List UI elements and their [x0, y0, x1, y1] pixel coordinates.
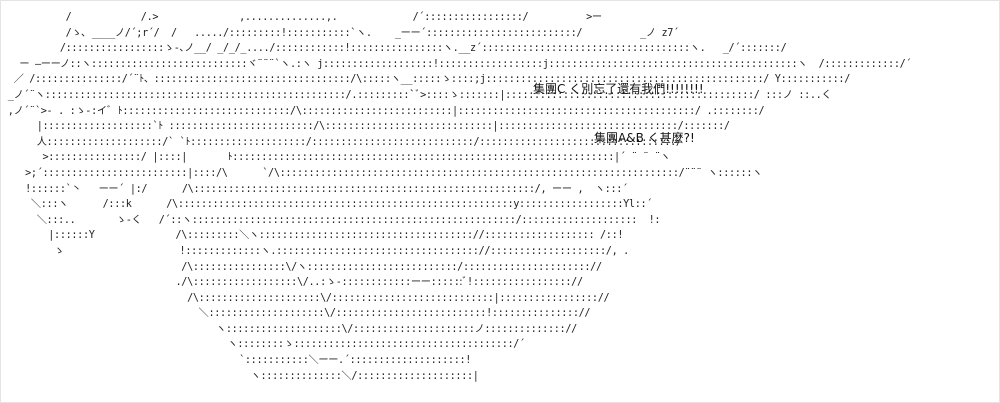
caption-group-c: 集團C く別忘了還有我們!!!!!!!! — [533, 82, 704, 96]
ascii-art-heart: / /.> ,..............,. /´::::::::::::::… — [7, 12, 912, 382]
caption-group-ab: 集團A&B く甚麼?! — [594, 131, 695, 145]
